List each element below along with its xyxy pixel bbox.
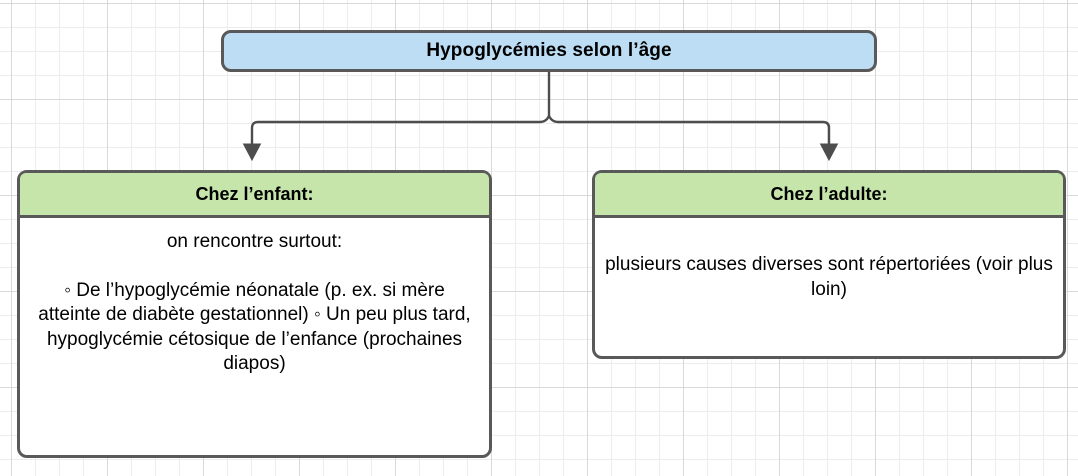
child-node-enfant-body: on rencontre surtout: ◦ De l’hypoglycémi… (20, 218, 489, 455)
child-node-enfant-intro: on rencontre surtout: (166, 231, 343, 252)
child-node-enfant[interactable]: Chez l’enfant: on rencontre surtout: ◦ D… (17, 170, 492, 458)
child-node-enfant-header-label: Chez l’enfant: (195, 183, 314, 204)
child-node-adulte-header: Chez l’adulte: (595, 173, 1063, 218)
child-node-adulte-header-label: Chez l’adulte: (770, 183, 888, 204)
child-node-adulte-text: plusieurs causes diverses sont répertori… (605, 254, 1053, 300)
child-node-enfant-header: Chez l’enfant: (20, 173, 489, 218)
root-node-hypoglycemies[interactable]: Hypoglycémies selon l’âge (221, 30, 877, 72)
child-node-enfant-bullets: ◦ De l’hypoglycémie néonatale (p. ex. si… (38, 280, 471, 375)
child-node-adulte[interactable]: Chez l’adulte: plusieurs causes diverses… (592, 170, 1066, 359)
root-node-title: Hypoglycémies selon l’âge (426, 40, 672, 61)
child-node-adulte-body: plusieurs causes diverses sont répertori… (595, 218, 1063, 356)
